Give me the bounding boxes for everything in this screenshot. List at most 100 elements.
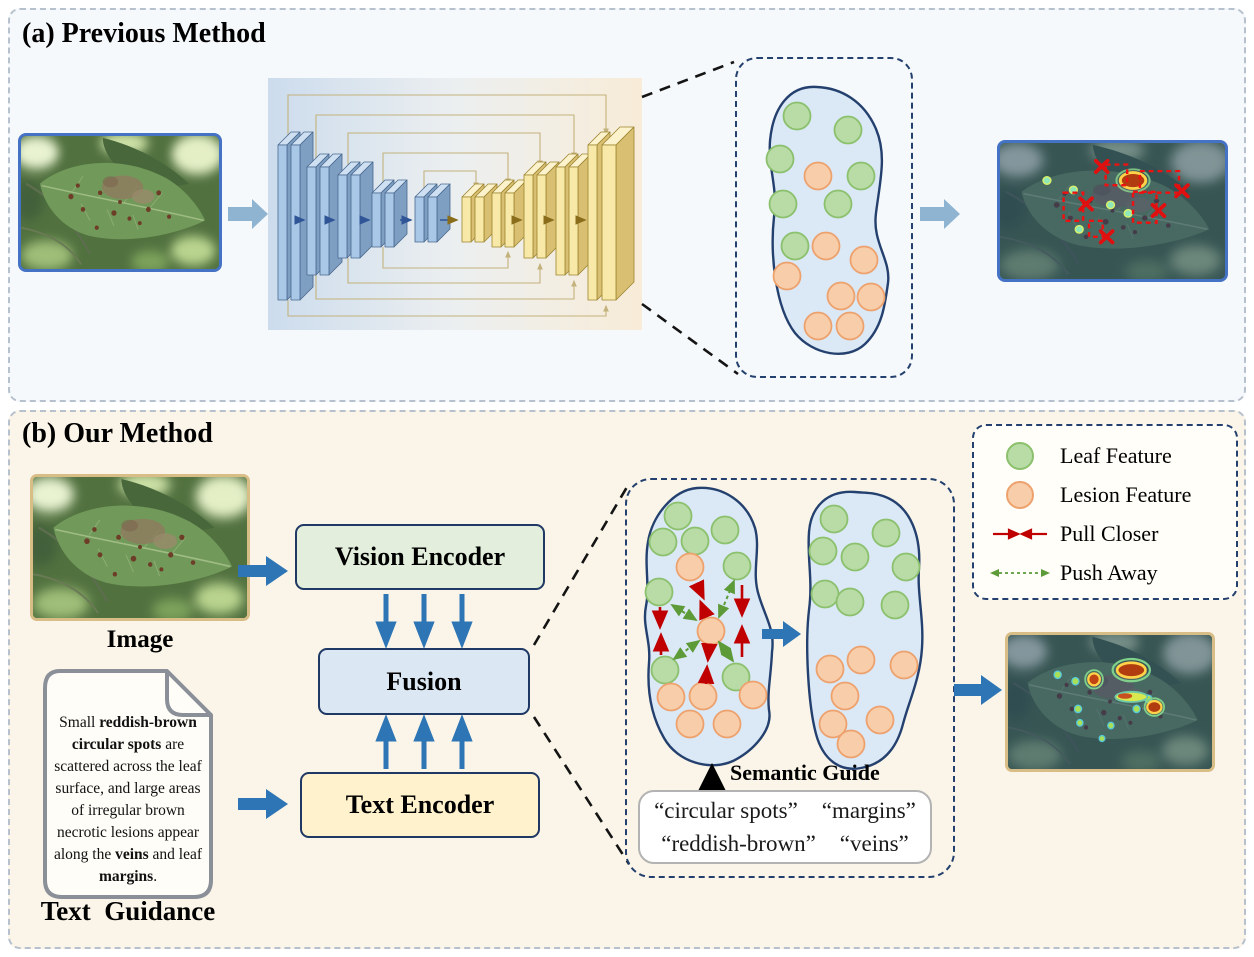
skip-connections-bottom	[287, 247, 609, 317]
heat-blob	[1087, 672, 1101, 687]
feature-space-box-a	[735, 57, 913, 378]
lesion-feature-dot	[675, 709, 705, 739]
error-x-marks	[1078, 158, 1190, 245]
vision-encoder-box: Vision Encoder	[295, 524, 545, 590]
lesion-feature-dot	[865, 705, 895, 735]
decoder-block	[536, 174, 547, 259]
lesion-feature-dot	[803, 161, 833, 191]
skip-connections-top	[287, 94, 609, 197]
text-to-fusion-arrows	[375, 714, 473, 769]
feature-blobs-b	[643, 486, 924, 792]
encoder-block	[306, 166, 317, 276]
flow-arrow-a1	[228, 199, 268, 229]
lesion-feature-dot	[712, 709, 742, 739]
decoder-block	[491, 192, 502, 248]
text-encoder-box: Text Encoder	[300, 772, 540, 838]
encoder-block	[350, 174, 361, 259]
encoder-block	[277, 144, 288, 301]
leaf-photo	[21, 136, 219, 269]
lesion-feature-dot	[738, 680, 768, 710]
lesion-feature-dot	[826, 281, 856, 311]
lesion-feature-dot	[688, 681, 718, 711]
feature-blob-a	[765, 85, 890, 356]
decoder-block	[568, 166, 579, 276]
encoder-block	[359, 161, 374, 259]
lesion-feature-dot	[811, 231, 841, 261]
flow-arrow-image-to-vision	[238, 556, 288, 586]
leaf-feature-dot	[765, 144, 795, 174]
leaf-feature-dot	[650, 655, 680, 685]
decoder-block	[615, 126, 635, 301]
legend-label: Pull Closer	[1060, 520, 1159, 546]
text-guidance-body: Small reddish-brown circular spots are s…	[53, 714, 203, 885]
encoder-block	[371, 192, 382, 248]
legend-row-pull-closer: Pull Closer	[988, 514, 1236, 553]
lesion-feature-dot	[835, 311, 865, 341]
lesion-feature-dot	[803, 311, 833, 341]
legend-row-push-away: Push Away	[988, 553, 1236, 592]
lesion-feature-dot	[696, 616, 726, 646]
flow-arrow-a2	[920, 199, 960, 229]
pull-closer-arrows	[651, 579, 751, 685]
leaf-feature-dot	[810, 579, 840, 609]
flow-arrow-to-result-b	[954, 675, 1002, 705]
output-leaf-image-b	[1005, 632, 1215, 772]
leaf-feature-dot	[823, 189, 853, 219]
unet-network	[268, 78, 642, 330]
legend-label: Lesion Feature	[1060, 481, 1192, 507]
lesion-feature-dot	[830, 681, 860, 711]
encoder-block	[384, 192, 395, 248]
leaf-feature-dot	[644, 577, 674, 607]
encoder-block	[427, 196, 438, 243]
lesion-feature-dot	[846, 645, 876, 675]
lesion-feature-circle-icon	[1006, 480, 1034, 509]
fusion-label: Fusion	[386, 666, 462, 696]
heatmap-overlay-b	[1008, 635, 1212, 769]
leaf-feature-dot	[819, 504, 849, 534]
lesion-feature-dot	[675, 552, 705, 582]
leaf-feature-dot	[833, 115, 863, 145]
text-encoder-label: Text Encoder	[345, 790, 495, 819]
leaf-feature-dot	[808, 536, 838, 566]
decoder-block	[461, 196, 472, 243]
lesion-feature-dot	[836, 729, 866, 759]
encoder-block	[290, 144, 301, 301]
heat-blob	[1146, 699, 1163, 715]
vision-to-fusion-arrows	[375, 594, 473, 649]
decoder-block	[504, 192, 515, 248]
decoder-block	[474, 196, 485, 243]
lesion-feature-dot	[856, 282, 886, 312]
input-leaf-image-b	[30, 474, 250, 621]
legend-row-lesion-feature: Lesion Feature	[988, 475, 1236, 514]
encoder-block	[414, 196, 425, 243]
panel-a-title: (a) Previous Method	[22, 18, 266, 49]
legend-label: Leaf Feature	[1060, 442, 1172, 468]
leaf-feature-circle-icon	[1006, 441, 1034, 470]
leaf-feature-dot	[840, 542, 870, 572]
encoder-block	[337, 174, 348, 259]
semantic-guide-label: Semantic Guide	[730, 760, 880, 785]
legend-label: Push Away	[1060, 559, 1158, 585]
heatmap-overlay-a	[1000, 143, 1225, 279]
leaf-feature-dot	[680, 526, 710, 556]
decoder-block	[523, 174, 534, 259]
leaf-feature-dot	[721, 662, 751, 692]
leaf-photo	[33, 477, 247, 618]
legend-row-leaf-feature: Leaf Feature	[988, 436, 1236, 475]
heat-dots	[1053, 670, 1153, 743]
strong-heat-blob	[1115, 661, 1147, 679]
decoder-block	[555, 166, 566, 276]
leaf-feature-dot	[846, 161, 876, 191]
lesion-feature-dot	[849, 245, 879, 275]
semantic-term: “margins”	[821, 798, 916, 823]
legend: Leaf Feature Lesion Feature Pull Closer	[972, 424, 1238, 600]
unet-blocks	[277, 126, 635, 301]
decoder-block	[587, 144, 598, 301]
mixed-feature-blob	[768, 85, 890, 356]
flow-arrow-text-to-encoder	[238, 789, 288, 819]
leaf-feature-dot	[768, 189, 798, 219]
push-away-arrows	[670, 579, 735, 663]
lesion-feature-dot	[818, 709, 848, 739]
decoder-block	[601, 144, 617, 301]
leaf-feature-dot	[871, 518, 901, 548]
